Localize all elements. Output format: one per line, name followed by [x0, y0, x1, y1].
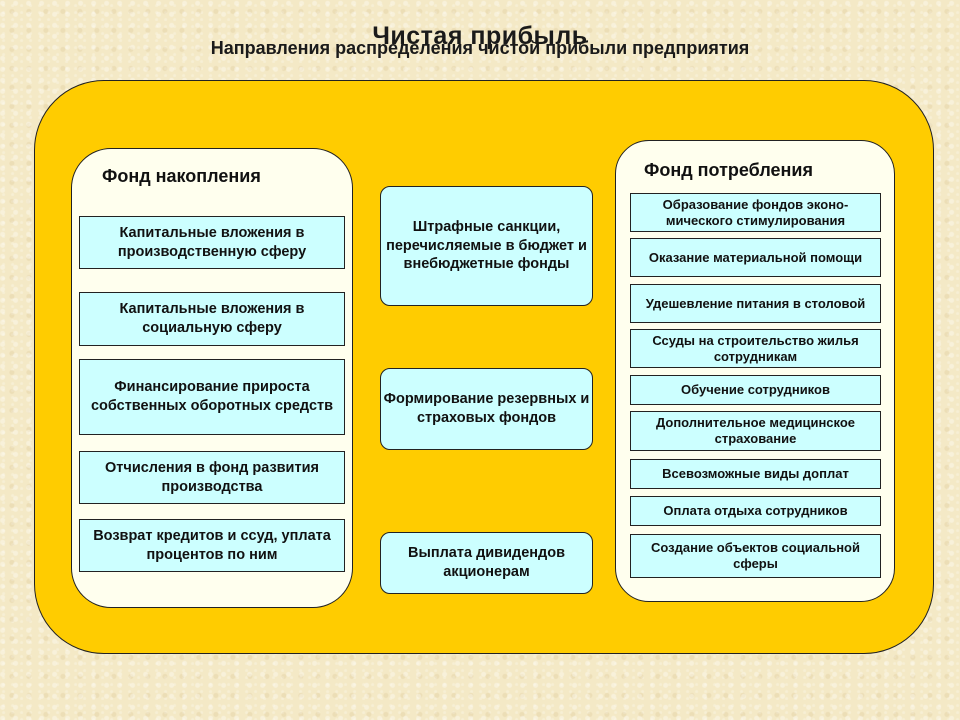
title-distribution-directions: Направления распределения чистой прибыли…	[210, 38, 750, 58]
accumulation-item: Капитальные вложения в производственную …	[79, 216, 345, 269]
accumulation-item: Капитальные вложения в социальную сферу	[79, 292, 345, 346]
accumulation-item: Возврат кредитов и ссуд, уплата проценто…	[79, 519, 345, 572]
accumulation-fund-title: Фонд накопления	[102, 166, 261, 186]
accumulation-item: Финансирование прироста собственных обор…	[79, 359, 345, 435]
consumption-item: Обучение сотрудников	[630, 375, 881, 405]
middle-item-dividends: Выплата дивидендов акционерам	[380, 532, 593, 594]
consumption-item: Оплата отдыха сотрудников	[630, 496, 881, 526]
consumption-fund-title: Фонд потребления	[644, 160, 813, 180]
consumption-item: Создание объектов социальной сферы	[630, 534, 881, 578]
accumulation-item: Отчисления в фонд развития производства	[79, 451, 345, 504]
middle-item-fines: Штрафные санкции, перечисляемые в бюджет…	[380, 186, 593, 306]
middle-item-reserves: Формирование резервных и страховых фондо…	[380, 368, 593, 450]
consumption-item: Образование фондов эконо-мического стиму…	[630, 193, 881, 232]
consumption-item: Дополнительное медицинское страхование	[630, 411, 881, 451]
consumption-item: Оказание материальной помощи	[630, 238, 881, 277]
title-net-profit: Чистая прибыль	[372, 22, 588, 50]
consumption-item: Ссуды на строительство жилья сотрудникам	[630, 329, 881, 368]
consumption-item: Удешевление питания в столовой	[630, 284, 881, 323]
consumption-item: Всевозможные виды доплат	[630, 459, 881, 489]
